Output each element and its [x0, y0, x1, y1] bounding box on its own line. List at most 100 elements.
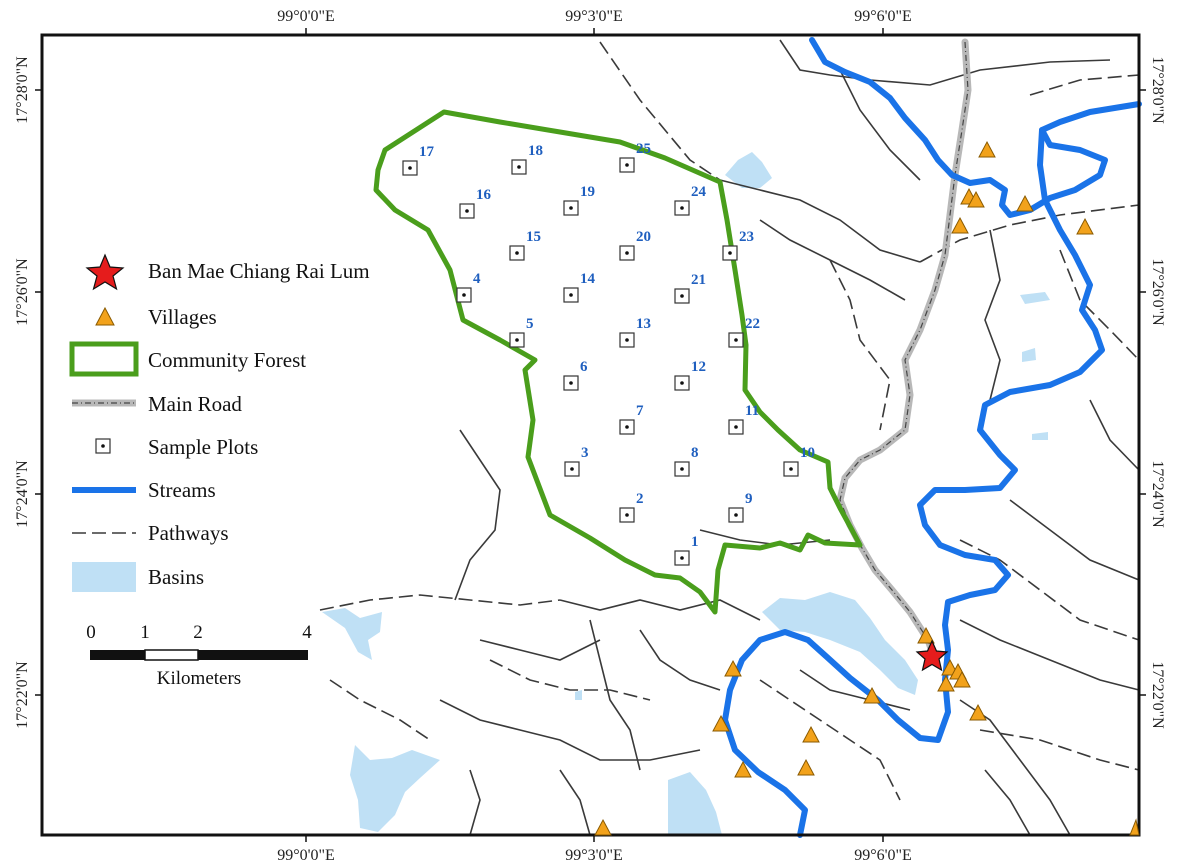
- sample-plot-label: 16: [476, 187, 492, 203]
- legend-village-icon: [95, 306, 115, 326]
- scale-segment-3: [198, 650, 308, 660]
- sample-plot-label: 22: [745, 316, 760, 332]
- stream-east: [722, 127, 1105, 838]
- scale-tick-4: 4: [302, 622, 312, 643]
- streams-layer: [722, 37, 1142, 838]
- legend-pathways-label: Pathways: [148, 521, 229, 545]
- sample-plot-dot: [625, 338, 629, 342]
- basin-west: [322, 608, 382, 660]
- pathway-28: [479, 639, 601, 661]
- main-road-centre: [839, 41, 969, 661]
- grid-label-right-1: 17°28'0"N: [1149, 56, 1166, 124]
- sample-plot-label: 3: [581, 445, 589, 461]
- pathway-23: [639, 629, 721, 691]
- sample-plot-dot: [680, 206, 684, 210]
- pathway-7: [829, 259, 891, 431]
- sample-plot-dot: [465, 209, 469, 213]
- sample-plot-dot: [734, 425, 738, 429]
- legend-villages-label: Villages: [148, 305, 217, 329]
- grid-label-top-3: 99°6'0"E: [854, 8, 912, 25]
- village-triangle: [712, 714, 730, 732]
- pathway-31: [839, 69, 921, 181]
- pathway-12: [959, 539, 1140, 641]
- main-road-layer: [836, 38, 972, 664]
- grid-label-bottom-3: 99°6'0"E: [854, 847, 912, 864]
- village-triangle: [1076, 217, 1094, 235]
- pathway-5: [1029, 74, 1140, 96]
- sample-plot-dot: [680, 381, 684, 385]
- sample-plot-dot: [408, 166, 412, 170]
- sample-plot-dot: [569, 293, 573, 297]
- legend-basin-icon: [72, 562, 136, 592]
- basin-north: [725, 152, 772, 188]
- pathway-2: [719, 179, 921, 263]
- scale-tick-0: 0: [86, 622, 96, 643]
- sample-plot-dot: [625, 163, 629, 167]
- grid-label-top-2: 99°3'0"E: [565, 8, 623, 25]
- scale-segment-2: [144, 649, 199, 661]
- legend-star-icon: [85, 253, 125, 291]
- legend-forest-icon: [69, 341, 139, 377]
- sample-plot-label: 20: [636, 229, 651, 245]
- sample-plot-dot: [625, 251, 629, 255]
- map-border: [40, 33, 1141, 837]
- pathway-16: [984, 769, 1031, 836]
- basin-southcenter: [668, 772, 722, 835]
- village-triangle: [951, 216, 969, 234]
- sample-plot-label: 15: [526, 229, 541, 245]
- pathway-9: [1059, 249, 1140, 361]
- pathway-21: [489, 659, 651, 701]
- sample-plot-label: 8: [691, 445, 699, 461]
- sample-plot-label: 25: [636, 141, 651, 157]
- village-triangle: [724, 659, 742, 677]
- village-triangle: [797, 758, 815, 776]
- scale-unit: Kilometers: [157, 668, 241, 689]
- legend-road-label: Main Road: [148, 392, 242, 416]
- legend-plots-label: Sample Plots: [148, 435, 258, 459]
- village-triangle: [967, 190, 985, 208]
- sample-plot-dot: [570, 467, 574, 471]
- sample-plot-dot: [680, 467, 684, 471]
- grid-label-top-1: 99°0'0"E: [277, 8, 335, 25]
- ban-mae-chiang-rai-lum-star: [915, 639, 949, 672]
- village-triangle: [978, 140, 996, 158]
- grid-label-left-2: 17°26'0"N: [14, 258, 31, 326]
- sample-plot-label: 2: [636, 491, 644, 507]
- basin-east-2: [1022, 348, 1036, 362]
- pathway-4: [779, 39, 1111, 86]
- sample-plot-label: 7: [636, 403, 644, 419]
- grid-label-left-3: 17°24'0"N: [14, 460, 31, 528]
- sample-plot-label: 21: [691, 272, 706, 288]
- village-triangle: [953, 670, 971, 688]
- sample-plot-label: 23: [739, 229, 754, 245]
- sample-plot-label: 1: [691, 534, 699, 550]
- sample-plot-dot: [625, 425, 629, 429]
- sample-plot-dot: [515, 338, 519, 342]
- sample-plot-dot: [569, 381, 573, 385]
- legend-forest-label: Community Forest: [148, 348, 306, 372]
- basin-small-1: [575, 690, 582, 700]
- pathway-10: [1089, 399, 1140, 471]
- pathway-8: [984, 229, 1001, 401]
- pathway-19: [559, 599, 761, 621]
- sample-plot-label: 5: [526, 316, 534, 332]
- pathway-26: [759, 679, 901, 801]
- village-triangle: [937, 674, 955, 692]
- scale-bar: 0 1 2 4 Kilometers: [86, 622, 312, 689]
- pathway-1: [599, 41, 721, 181]
- village-triangle: [802, 725, 820, 743]
- grid-label-bottom-2: 99°3'0"E: [565, 847, 623, 864]
- legend: Ban Mae Chiang Rai Lum Villages Communit…: [69, 253, 370, 592]
- pathway-17: [454, 429, 501, 601]
- sample-plot-label: 10: [800, 445, 815, 461]
- sample-plot-label: 6: [580, 359, 588, 375]
- community-forest-boundary: [373, 109, 863, 615]
- basin-large: [762, 592, 918, 695]
- sample-plot-label: 17: [419, 144, 435, 160]
- legend-plot-dot: [101, 444, 105, 448]
- sample-plot-label: 13: [636, 316, 651, 332]
- stream-north: [809, 37, 1142, 218]
- village-triangle: [917, 626, 935, 644]
- village-triangle: [1016, 194, 1034, 212]
